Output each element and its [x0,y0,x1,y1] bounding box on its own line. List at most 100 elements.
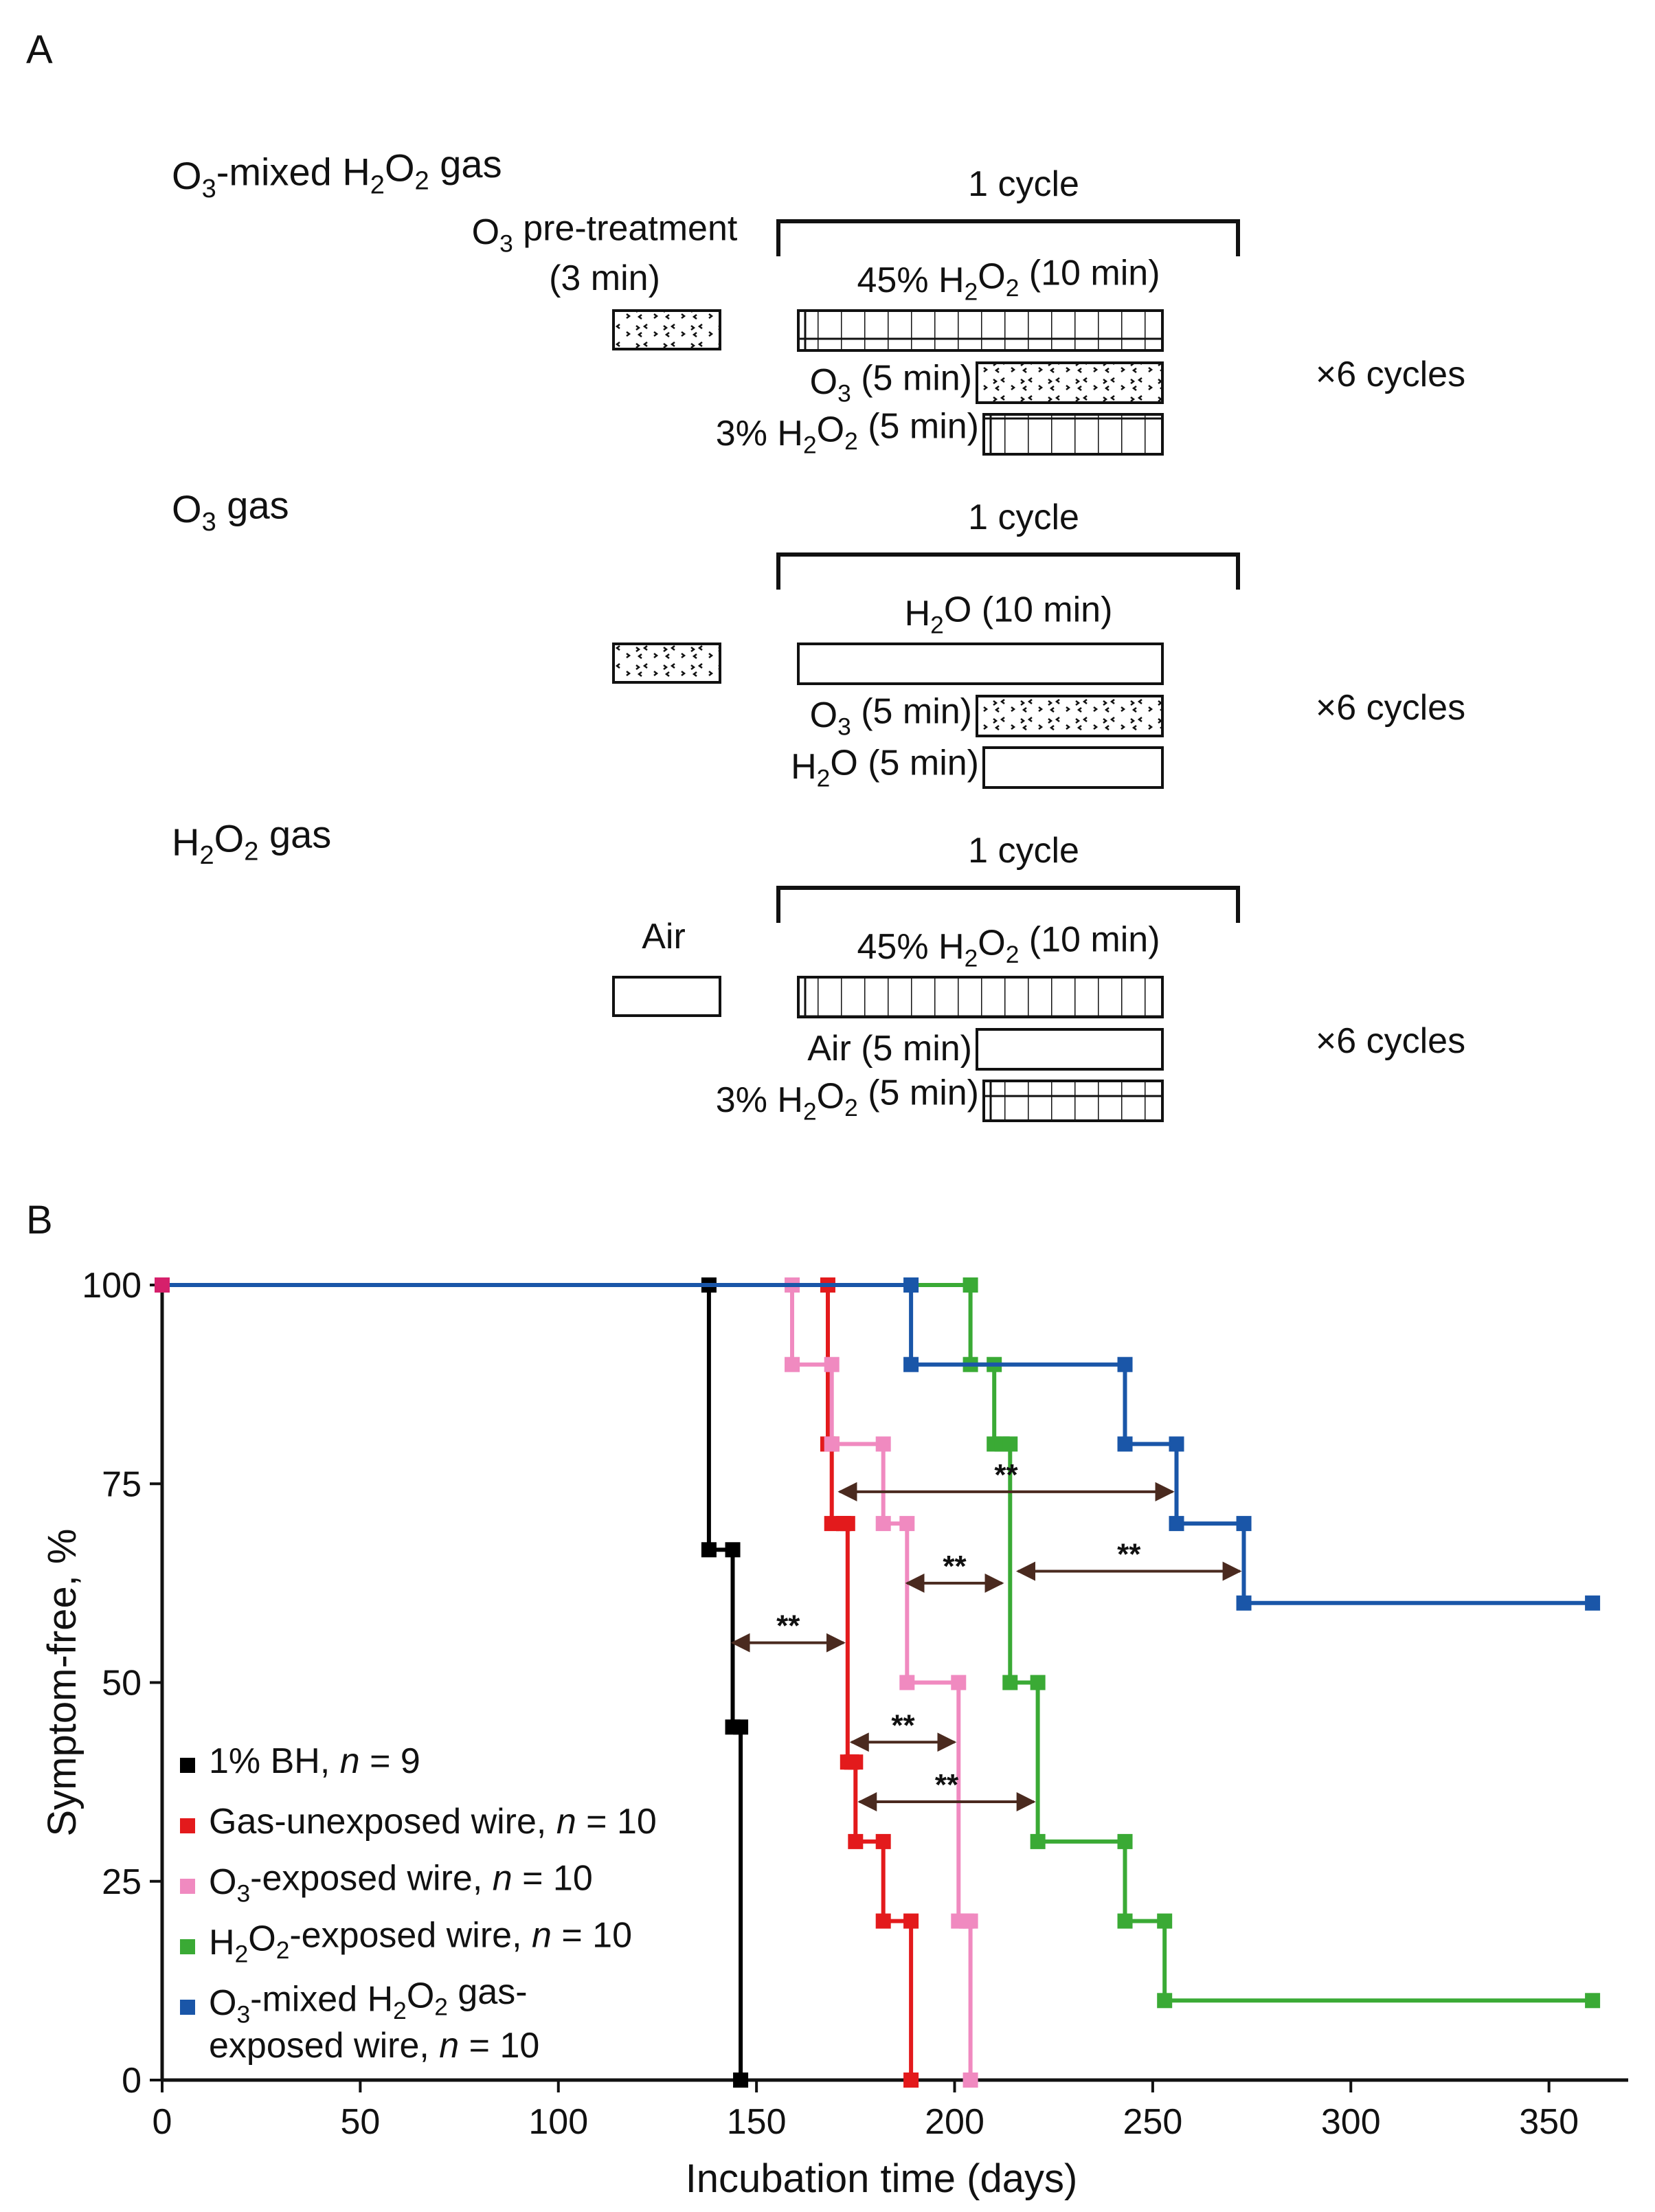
significance-marker: ** [730,1609,846,1653]
series [162,1277,919,2088]
y-tick-label: 50 [102,1664,142,1703]
step1-label: 45% H2​O2​ (10 min) [857,919,1160,972]
data-point [903,2073,919,2088]
data-point [903,1913,919,1929]
data-point [1585,1993,1601,2009]
data-point [1002,1675,1018,1690]
repeat-label: ×6 cycles [1316,355,1465,394]
data-point [1117,1833,1133,1849]
x-tick-label: 150 [727,2102,787,2142]
pretreatment-box [612,309,721,350]
data-point [962,2073,978,2088]
survival-chart: 0 50 100 150 200 250 300 350 0 25 50 75 100Incubatio… [40,1266,1628,2201]
step3-label: 3% H2​O2​ (5 min) [716,1073,979,1125]
cycle-bracket [776,552,1240,590]
series-line [162,1283,743,2080]
series [162,1277,1601,2009]
data-point [824,1436,840,1452]
legend-label: exposed wire, n = 10 [209,2026,539,2066]
data-point [155,1277,170,1293]
pretreatment-label: Air [642,917,686,957]
pretreatment-duration: (3 min) [549,258,660,298]
data-point [1157,1913,1173,1929]
step2-box [976,361,1164,404]
step3-label: 3% H2​O2​ (5 min) [716,406,979,458]
significance-label: ** [776,1609,800,1643]
data-point [1169,1436,1184,1452]
x-tick-label: 250 [1123,2102,1183,2142]
legend-swatch [180,1879,195,1894]
legend-label: Gas-unexposed wire, n = 10 [209,1802,657,1842]
data-point [1157,1993,1173,2009]
significance-label: ** [891,1708,915,1742]
data-point [875,1833,891,1849]
data-point [962,1913,978,1929]
significance-label: ** [1117,1538,1141,1572]
x-tick-label: 300 [1321,2102,1381,2142]
step3-box [982,413,1164,456]
data-point [733,2073,749,2088]
data-point [875,1436,891,1452]
x-tick-label: 100 [528,2102,588,2142]
x-tick-label: 350 [1519,2102,1579,2142]
y-tick-label: 75 [102,1464,142,1504]
legend-label: H2​O2​-exposed wire, n = 10 [209,1915,632,1967]
legend-swatch [180,1939,195,1954]
step1-label: H2​O (10 min) [905,590,1113,639]
significance-label: ** [935,1768,959,1802]
y-tick-label: 100 [82,1266,142,1306]
legend-label: O3​-exposed wire, n = 10 [209,1859,593,1908]
series [162,1277,978,2088]
step3-label: H2​O (5 min) [791,744,979,792]
protocol-title: O3​ gas [172,483,289,537]
data-point [875,1516,891,1532]
significance-marker: ** [905,1550,1004,1593]
series-line [162,1283,1593,1605]
step1-box [797,309,1164,352]
data-point [903,1277,919,1293]
legend-swatch [180,2000,195,2015]
step2-label: O3​ (5 min) [810,692,972,741]
data-point [1117,1356,1133,1372]
data-point [1169,1516,1184,1532]
data-point [903,1356,919,1372]
pretreatment-box [612,976,721,1017]
pretreatment-box [612,643,721,684]
data-point [701,1542,717,1558]
cycle-label: 1 cycle [968,831,1079,871]
step3-box [982,746,1164,789]
y-tick-label: 25 [102,1862,142,1902]
series [162,1277,1601,1611]
legend-swatch [180,1758,195,1773]
significance-marker: ** [857,1768,1036,1812]
x-tick-label: 200 [925,2102,984,2142]
data-point [824,1356,840,1372]
data-point [848,1754,864,1770]
data-point [962,1277,978,1293]
panel-b-label: B [26,1198,53,1242]
y-tick-label: 0 [122,2061,142,2101]
y-axis-label: Symptom-free, % [40,1529,85,1837]
x-tick-label: 50 [340,2102,380,2142]
data-point [840,1516,855,1532]
significance-label: ** [994,1458,1018,1492]
data-point [733,1719,749,1735]
step2-label: Air (5 min) [807,1029,972,1069]
cycle-label: 1 cycle [968,164,1079,204]
legend-label: O3​-mixed H2​O2​ gas- [209,1972,528,2028]
data-point [725,1542,741,1558]
x-axis-label: Incubation time (days) [686,2156,1078,2201]
x-tick-label: 0 [153,2102,172,2142]
step1-box [797,643,1164,685]
step1-box [797,976,1164,1018]
data-point [1117,1436,1133,1452]
repeat-label: ×6 cycles [1316,688,1465,728]
data-point [951,1675,967,1690]
data-point [1030,1675,1046,1690]
